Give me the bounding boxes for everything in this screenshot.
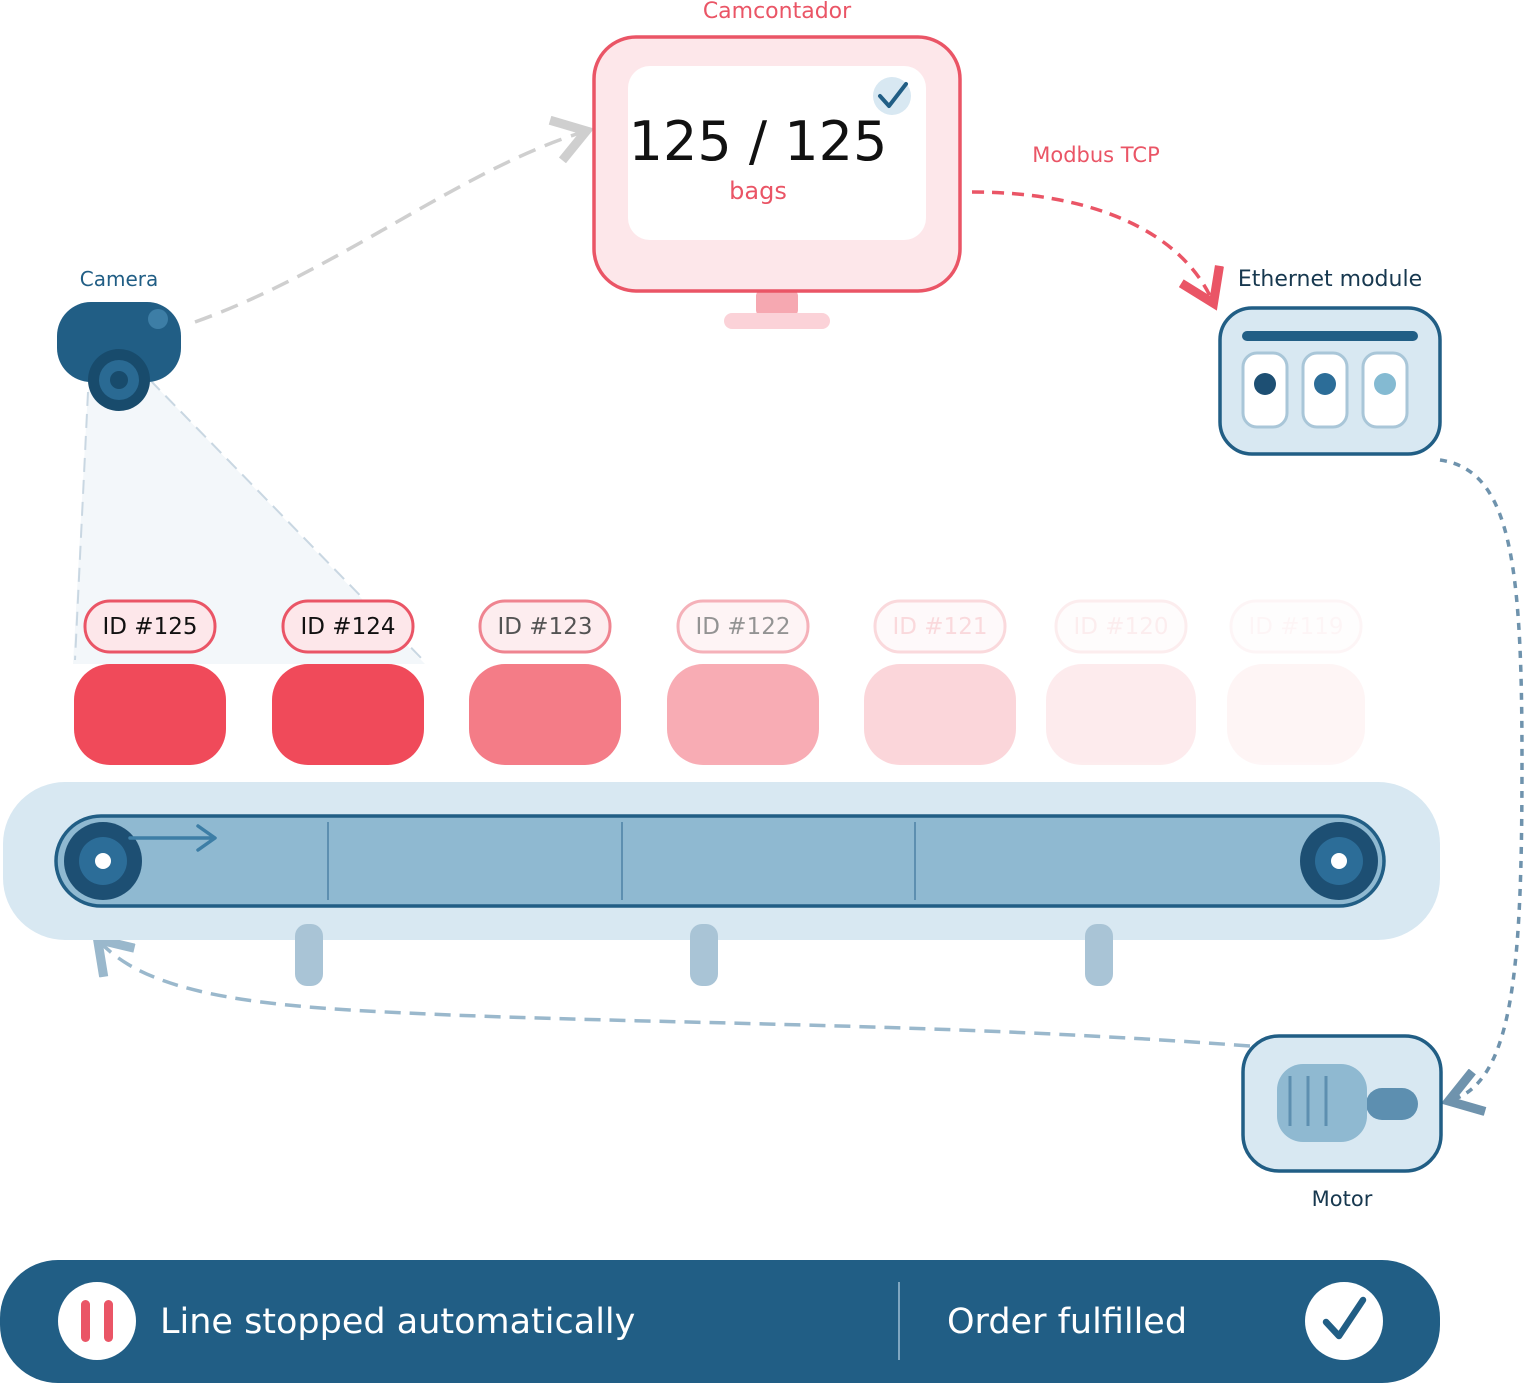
camera-to-camcontador-arrow xyxy=(194,132,583,324)
bag xyxy=(1227,664,1365,765)
ethernet-label: Ethernet module xyxy=(1238,267,1422,292)
camcontador-title: Camcontador xyxy=(703,0,852,24)
bag-id-label: ID #120 xyxy=(1074,614,1169,640)
bag-item: ID #119 xyxy=(1227,599,1365,765)
camera-icon xyxy=(57,302,181,411)
status-bar xyxy=(0,1260,1440,1383)
ethernet-to-motor-arrow xyxy=(1439,458,1524,1100)
motor-icon xyxy=(1241,1034,1443,1173)
modbus-label: Modbus TCP xyxy=(1032,143,1159,167)
bag xyxy=(1046,664,1196,765)
status-left-text: Line stopped automatically xyxy=(160,1302,635,1342)
bag-id-label: ID #121 xyxy=(893,614,988,640)
bag-item: ID #121 xyxy=(864,599,1016,765)
camera-field-of-view xyxy=(73,378,425,664)
bags-group: ID #125 ID #124 ID #123 ID #122 ID #121 ID #1… xyxy=(74,599,1365,765)
bag xyxy=(74,664,226,765)
bag-unit: bags xyxy=(729,177,787,205)
bag xyxy=(667,664,819,765)
bag xyxy=(469,664,621,765)
camera-label: Camera xyxy=(80,267,159,291)
bag-item: ID #124 xyxy=(272,599,424,765)
conveyor-left-roller xyxy=(64,822,142,900)
bag-id-label: ID #123 xyxy=(498,614,593,640)
bag xyxy=(864,664,1016,765)
conveyor-right-roller xyxy=(1300,822,1378,900)
bag-item: ID #123 xyxy=(469,599,621,765)
conveyor xyxy=(3,782,1440,986)
ethernet-module-icon xyxy=(1218,306,1442,456)
bag-id-tag xyxy=(478,599,612,654)
bag-item: ID #122 xyxy=(667,599,819,765)
bag-id-tag xyxy=(1054,599,1188,654)
bag-id-tag xyxy=(676,599,810,654)
bag-id-label: ID #119 xyxy=(1249,614,1344,640)
bag-id-tag xyxy=(281,599,415,654)
bag-id-label: ID #122 xyxy=(696,614,791,640)
check-circle-icon xyxy=(1305,1282,1383,1360)
bag-item: ID #125 xyxy=(74,599,226,765)
status-right-text: Order fulfilled xyxy=(947,1302,1187,1342)
modbus-link-arrow xyxy=(971,190,1212,300)
motor-to-conveyor-arrow xyxy=(100,942,1251,1048)
direction-arrow-icon xyxy=(128,824,217,852)
conveyor-leg xyxy=(690,924,718,986)
bag-id-tag xyxy=(873,599,1007,654)
conveyor-leg xyxy=(1085,924,1113,986)
bag-id-label: ID #125 xyxy=(103,614,198,640)
conveyor-leg xyxy=(295,924,323,986)
bag-id-tag xyxy=(83,599,217,654)
bag-count: 125 / 125 xyxy=(629,110,888,173)
bag-item: ID #120 xyxy=(1046,599,1196,765)
bag-id-label: ID #124 xyxy=(301,614,396,640)
bag-id-tag xyxy=(1229,599,1363,654)
camcontador-monitor xyxy=(592,35,962,329)
check-icon xyxy=(873,77,911,115)
pause-icon xyxy=(58,1282,136,1360)
bag xyxy=(272,664,424,765)
motor-label: Motor xyxy=(1312,1187,1373,1211)
